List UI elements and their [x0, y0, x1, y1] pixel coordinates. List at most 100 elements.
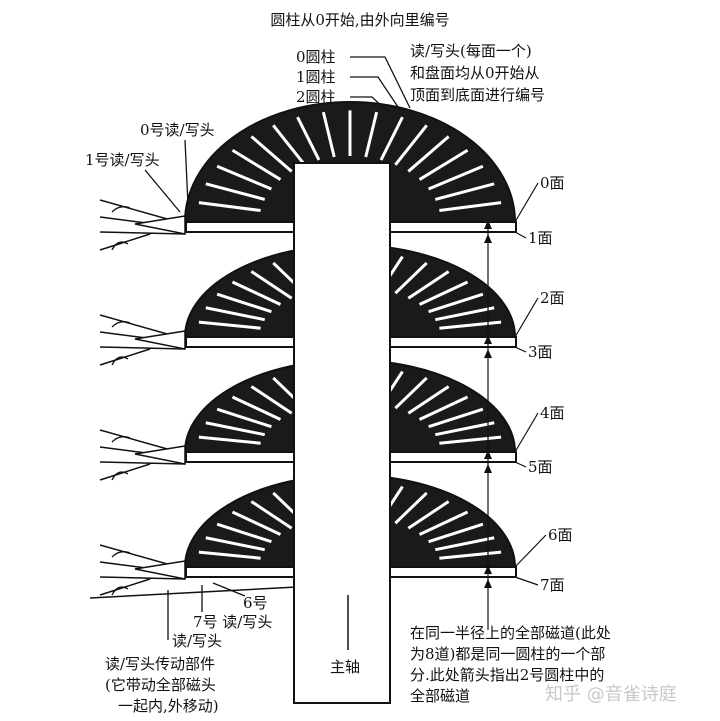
sector-stripe [418, 510, 469, 536]
head-note-line-2: 和盘面均从0开始从 [410, 64, 540, 82]
sector-stripe [439, 320, 502, 330]
sector-stripe [250, 270, 293, 300]
sector-stripe [205, 536, 266, 552]
watermark: 知乎 @音雀诗庭 [545, 684, 677, 705]
arrow-head [484, 450, 492, 459]
sector-stripe [250, 385, 293, 415]
arrow-head [484, 464, 492, 473]
arrow-head [484, 220, 492, 229]
sector-stripe [198, 550, 261, 560]
arrow-head [484, 579, 492, 588]
sector-stripe [231, 510, 282, 536]
sector-stripe [205, 306, 266, 322]
face-leader [514, 461, 527, 468]
head-6-label: 6号 [243, 594, 268, 612]
cylinder-note-line-1: 在同一半径上的全部磁道(此处 [410, 624, 611, 642]
sector-stripe [428, 522, 484, 544]
sector-stripe [407, 135, 450, 173]
face-leader [514, 534, 547, 568]
face-1-label: 1面 [528, 229, 553, 247]
face-leader [514, 412, 539, 453]
head-note-line-1: 读/写头(每面一个) [410, 42, 532, 60]
head-arm-3 [99, 544, 186, 596]
sector-stripe [394, 261, 428, 295]
sector-stripe [231, 395, 282, 421]
actuator-line-1: 读/写头传动部件 [105, 655, 215, 673]
sector-stripe [198, 320, 261, 330]
arrow-head [484, 349, 492, 358]
diagram-title: 圆柱从0开始,由外向里编号 [270, 11, 449, 29]
cylinder-arrows [484, 220, 492, 588]
head-arm-0 [99, 199, 186, 251]
sector-stripe [231, 148, 282, 181]
sector-stripe [394, 124, 428, 166]
sector-stripe [394, 376, 428, 410]
sector-stripe [434, 306, 495, 322]
sector-stripe [231, 280, 282, 306]
sector-stripe [364, 111, 379, 158]
face-5-label: 5面 [528, 458, 553, 476]
sector-stripe [216, 292, 272, 314]
face-3-label: 3面 [528, 343, 553, 361]
sector-stripe [428, 292, 484, 314]
face-leader [514, 297, 539, 338]
actuator-line-2: (它带动全部磁头 [105, 676, 216, 694]
sector-stripe [321, 111, 336, 158]
head-arm-1 [99, 314, 186, 366]
head-bottom-leaders [167, 582, 246, 640]
face-6-label: 6面 [548, 526, 573, 544]
arrow-head [484, 565, 492, 574]
sector-stripe [250, 500, 293, 530]
sector-stripe [428, 164, 484, 191]
head-leaders [144, 139, 189, 213]
sector-stripe [198, 435, 261, 445]
head-0-label: 0号读/写头 [140, 121, 215, 139]
head-1-label: 1号读/写头 [85, 151, 160, 169]
sector-stripe [379, 116, 404, 161]
head-arm-2 [99, 429, 186, 481]
sector-stripe [216, 164, 272, 191]
face-leader [514, 576, 539, 586]
sector-stripe [296, 116, 321, 161]
cylinder-0-label: 0圆柱 [296, 48, 336, 66]
sector-stripe [418, 148, 469, 181]
sector-stripe [205, 182, 266, 201]
face-2-label: 2面 [540, 289, 565, 307]
sector-stripe [198, 201, 261, 213]
spindle [293, 162, 391, 704]
sector-stripe [250, 135, 293, 173]
sector-stripe [439, 550, 502, 560]
face-leader [514, 182, 539, 223]
arrow-head [484, 234, 492, 243]
head-7-label: 7号 读/写头 [193, 613, 272, 631]
head-note-line-3: 顶面到底面进行编号 [410, 86, 545, 104]
face-7-label: 7面 [540, 576, 565, 594]
face-4-label: 4面 [540, 404, 565, 422]
sector-stripe [216, 522, 272, 544]
sector-stripe [428, 407, 484, 429]
sector-stripe [439, 435, 502, 445]
actuator-line-3: 一起内,外移动) [118, 697, 219, 715]
sector-stripe [418, 395, 469, 421]
cylinder-1-label: 1圆柱 [296, 68, 336, 86]
cylinder-note-line-2: 为8道)都是同一圆柱的一个部 [410, 645, 605, 663]
sector-stripe [216, 407, 272, 429]
sector-stripe [439, 201, 502, 213]
sector-stripe [272, 124, 306, 166]
face-leader [514, 231, 527, 239]
face-leader [514, 346, 527, 353]
cylinder-leaders [350, 56, 411, 113]
cylinder-2-label: 2圆柱 [296, 88, 336, 106]
head-label: 读/写头 [172, 632, 222, 650]
sector-stripe [407, 270, 450, 300]
sector-stripe [407, 385, 450, 415]
cylinder-note-line-3: 分.此处箭头指出2号圆柱中的 [410, 666, 604, 684]
sector-stripe [434, 182, 495, 201]
sector-stripe [418, 280, 469, 306]
sector-stripe [407, 500, 450, 530]
sector-stripe [434, 421, 495, 437]
sector-stripe [434, 536, 495, 552]
cylinder-note-line-4: 全部磁道 [410, 687, 470, 705]
arrow-head [484, 335, 492, 344]
